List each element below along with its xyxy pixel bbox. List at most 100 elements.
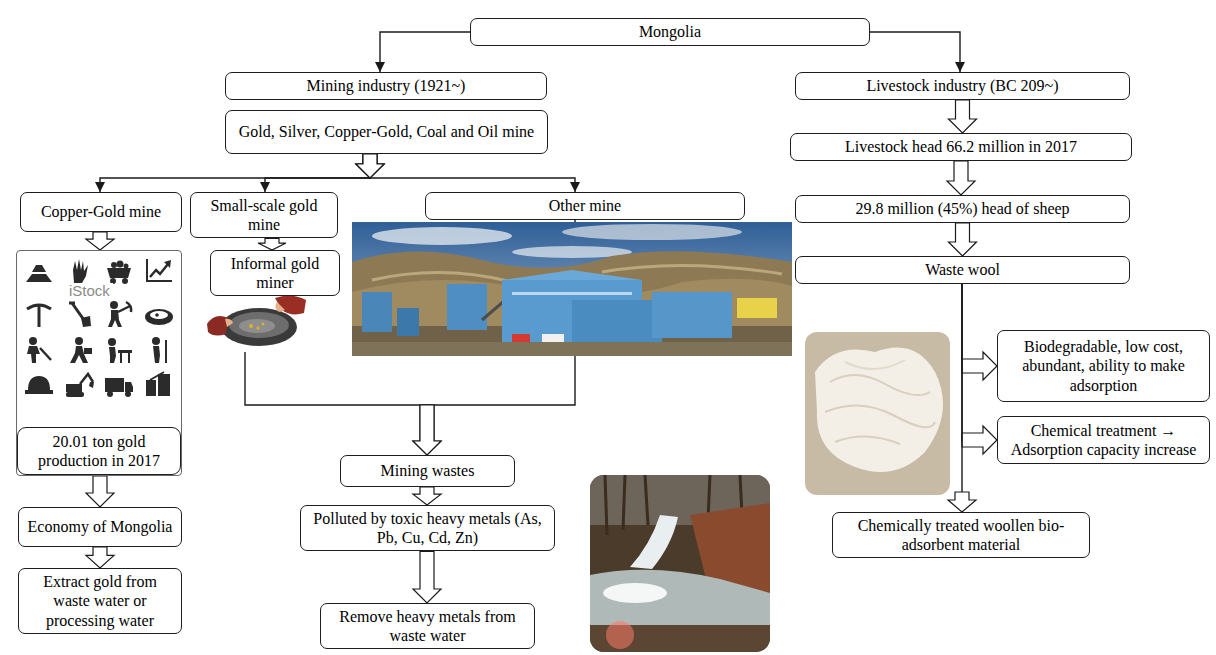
connector-arrow xyxy=(962,284,997,380)
hollow-arrow xyxy=(413,405,441,455)
hand-icon-part xyxy=(73,259,88,283)
ore-cart-icon-part xyxy=(122,278,128,284)
surveyor-icon xyxy=(152,337,166,363)
chart-icon-part xyxy=(150,264,168,277)
process-box: 29.8 million (45%) head of sheep xyxy=(795,195,1130,223)
gold-pan-picture-part xyxy=(275,302,285,312)
polluted-water-photo-part xyxy=(630,515,678,569)
bench-worker-icon-part xyxy=(120,353,122,363)
node-text: Livestock industry (BC 209~) xyxy=(802,76,1123,95)
mine-photo-part xyxy=(572,300,662,344)
ore-cart-icon-part xyxy=(111,262,117,268)
process-box: Biodegradable, low cost, abundant, abili… xyxy=(997,330,1210,402)
truck-icon-part xyxy=(107,391,113,397)
watermark-text: iStock xyxy=(66,283,113,300)
mine-photo-part xyxy=(362,292,392,332)
mine-photo-part xyxy=(352,222,792,356)
wool-photo xyxy=(805,332,950,495)
node-text: Other mine xyxy=(432,196,738,215)
node-text: Extract gold from waste water or process… xyxy=(25,572,175,630)
connector-arrow xyxy=(962,284,997,454)
mine-photo xyxy=(352,222,792,356)
surveyor-icon-part xyxy=(165,340,167,363)
node-text: Mining industry (1921~) xyxy=(232,76,540,95)
digger-icon-part xyxy=(118,306,130,312)
excavator-icon xyxy=(66,374,94,397)
process-box: Waste wool xyxy=(795,256,1130,284)
hollow-arrow xyxy=(413,487,441,505)
node-text: Waste wool xyxy=(802,260,1123,279)
connector-arrow xyxy=(949,223,977,256)
mine-photo-part xyxy=(542,334,564,342)
walker-icon xyxy=(70,337,92,363)
digger-icon-part xyxy=(126,302,131,312)
hollow-arrow xyxy=(258,238,286,250)
chart-icon-part xyxy=(147,259,172,281)
truck-icon xyxy=(105,378,133,397)
pickaxe-icon xyxy=(27,305,51,327)
connector-arrow xyxy=(86,476,114,507)
hollow-arrow xyxy=(356,154,384,178)
hollow-arrow xyxy=(356,154,384,178)
process-box: Livestock head 66.2 million in 2017 xyxy=(790,133,1132,161)
truck-icon-part xyxy=(125,391,131,397)
chart-icon-part xyxy=(164,260,171,268)
connector-line xyxy=(961,284,962,512)
hollow-arrow xyxy=(86,476,114,507)
connector-arrow xyxy=(413,551,441,603)
node-text: 20.01 ton gold production in 2017 xyxy=(17,427,181,475)
node-text: Livestock head 66.2 million in 2017 xyxy=(797,137,1125,156)
digger-icon xyxy=(108,301,131,327)
plant-icon-part xyxy=(150,372,164,380)
process-box: Mining industry (1921~) xyxy=(225,72,547,100)
node-text: Polluted by toxic heavy metals (As, Pb, … xyxy=(307,509,548,547)
connector-arrow xyxy=(260,154,384,192)
worker-icon-part xyxy=(27,346,40,363)
mine-photo-part xyxy=(512,292,632,295)
ore-cart-icon-part xyxy=(117,261,124,268)
node-text: Biodegradable, low cost, abundant, abili… xyxy=(1004,337,1203,395)
plant-icon xyxy=(146,372,170,396)
bench-worker-icon xyxy=(108,338,132,363)
connector-line xyxy=(380,32,470,72)
shovel-icon-part xyxy=(81,316,91,327)
wool-photo-part xyxy=(825,405,935,427)
hollow-arrow xyxy=(86,232,114,250)
connector-arrow xyxy=(947,161,975,195)
gold-pan-picture-part xyxy=(275,295,306,314)
wool-photo-part xyxy=(835,436,900,444)
shovel-icon-part xyxy=(72,303,84,320)
wool-photo-part xyxy=(845,360,905,369)
node-text: Chemically treated woollen bio-adsorbent… xyxy=(839,516,1083,554)
arrow-head xyxy=(955,62,965,72)
hollow-arrow xyxy=(86,547,114,568)
truck-icon-part xyxy=(125,382,133,392)
polluted-water-photo-part xyxy=(590,475,770,652)
gold-pan-picture-part xyxy=(207,316,228,336)
connector-arrow xyxy=(413,487,441,505)
process-box: Mining wastes xyxy=(340,455,515,487)
polluted-water-photo-part xyxy=(603,583,667,603)
process-box: Mongolia xyxy=(470,18,870,46)
node-text: Informal gold miner xyxy=(217,254,333,292)
mine-photo-part xyxy=(352,342,792,356)
polluted-water-photo-part xyxy=(590,475,770,652)
arrow-head xyxy=(375,62,385,72)
node-text: Mining wastes xyxy=(347,461,508,480)
mine-photo-part xyxy=(512,334,530,342)
surveyor-icon-part xyxy=(152,337,160,345)
bench-worker-icon-part xyxy=(109,347,116,363)
mine-photo-part xyxy=(372,272,512,282)
worker-icon-part xyxy=(29,337,37,345)
mine-photo-part xyxy=(737,298,777,318)
bench-worker-icon-part xyxy=(108,338,116,346)
chart-icon xyxy=(147,259,172,281)
gold-pan-picture-part xyxy=(249,324,253,328)
connector-line xyxy=(962,284,997,440)
pickaxe-icon-part xyxy=(38,305,41,327)
gold-bars-icon xyxy=(26,265,52,282)
shovel-icon-part xyxy=(69,302,75,305)
hollow-arrow xyxy=(949,100,977,133)
wool-photo-part xyxy=(805,332,950,495)
wool-photo-part xyxy=(815,348,943,473)
